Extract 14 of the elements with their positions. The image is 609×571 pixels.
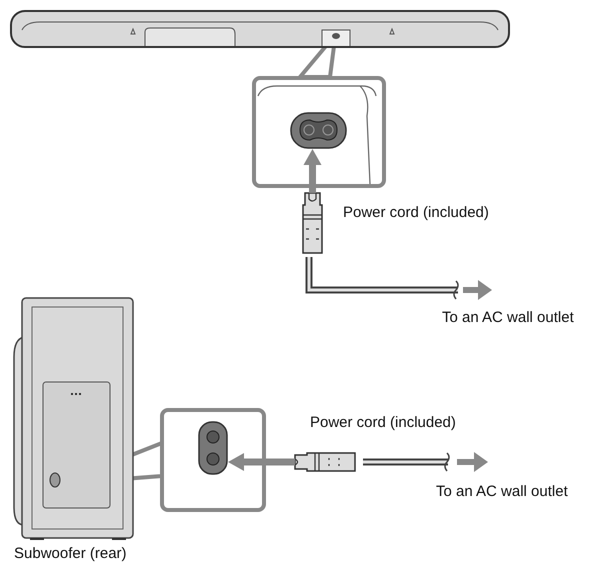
outlet-label: To an AC wall outlet — [436, 483, 568, 501]
cord-label: Power cord (included) — [343, 204, 489, 222]
subwoofer-drawing — [12, 297, 134, 542]
device-caption: Subwoofer (rear) — [14, 545, 127, 563]
insert-arrow — [228, 453, 295, 471]
power-plug-drawing — [302, 193, 323, 257]
power-socket-drawing — [198, 421, 228, 475]
callout-inset — [160, 408, 266, 512]
soundbar-drawing — [10, 10, 510, 48]
callout-inset — [252, 76, 386, 188]
cord-label: Power cord (included) — [310, 414, 456, 432]
insert-arrow — [304, 149, 322, 193]
outlet-label: To an AC wall outlet — [442, 309, 574, 327]
power-socket-drawing — [290, 112, 347, 149]
